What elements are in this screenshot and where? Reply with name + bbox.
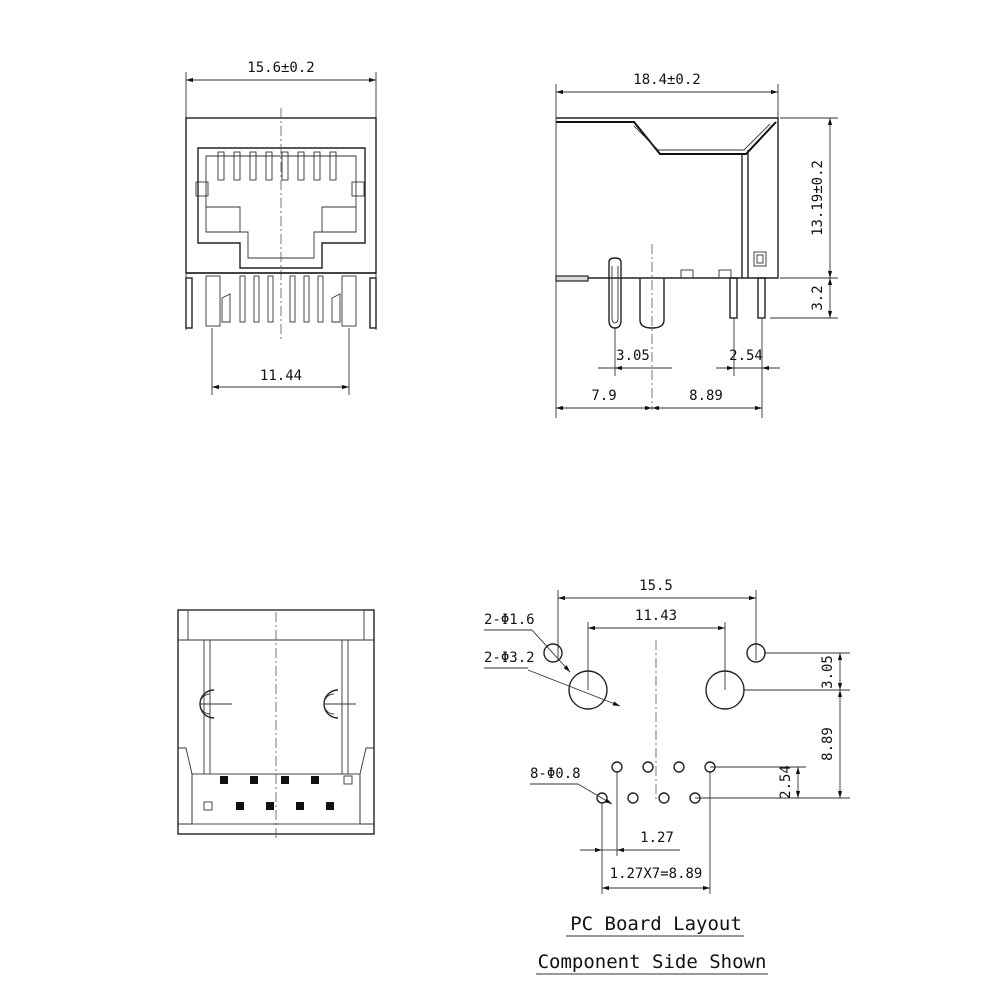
pcb-pin-pitch-dim: 1.27 (640, 830, 674, 846)
front-view: 15.6±0.2 (185, 60, 377, 395)
pcb-vertical-dim-2: 8.89 (820, 727, 836, 761)
pcb-large-hole-label: 2-Φ3.2 (484, 650, 535, 666)
side-pin-spacing-dim: 2.54 (729, 348, 763, 364)
pcb-caption-subtitle: Component Side Shown (538, 951, 767, 973)
pcb-pin-hole-label: 8-Φ0.8 (530, 766, 581, 782)
side-pin-offset-dim: 3.05 (616, 348, 650, 364)
bottom-pin-squares (203, 775, 353, 811)
pcb-small-hole-label: 2-Φ1.6 (484, 612, 535, 628)
side-pin-length-dim: 3.2 (810, 285, 826, 310)
pcb-post-spacing-dim: 11.43 (635, 608, 677, 624)
side-pins (608, 257, 766, 329)
side-left-offset-dim: 7.9 (591, 388, 616, 404)
side-height-dim: 13.19±0.2 (810, 160, 826, 236)
pcb-holes (543, 643, 766, 804)
front-pitch-dim: 11.44 (260, 368, 302, 384)
side-right-offset-dim: 8.89 (689, 388, 723, 404)
pcb-caption-title: PC Board Layout (570, 913, 742, 935)
bottom-post-holes (199, 689, 356, 719)
front-legs (185, 275, 377, 329)
contact-fingers (217, 151, 337, 181)
pcb-pin-span-dim: 1.27X7=8.89 (610, 866, 703, 882)
pcb-overall-width-dim: 15.5 (639, 578, 673, 594)
pcb-layout: 15.5 11.43 2-Φ1.6 2-Φ3.2 (484, 578, 850, 975)
side-length-dim: 18.4±0.2 (633, 72, 700, 88)
pcb-row-spacing-dim: 2.54 (778, 765, 794, 799)
pcb-vertical-dim-1: 3.05 (820, 655, 836, 689)
bottom-view (177, 609, 375, 840)
front-width-dim: 15.6±0.2 (247, 60, 314, 76)
side-view: 18.4±0.2 13.19±0.2 3.2 (555, 72, 838, 418)
